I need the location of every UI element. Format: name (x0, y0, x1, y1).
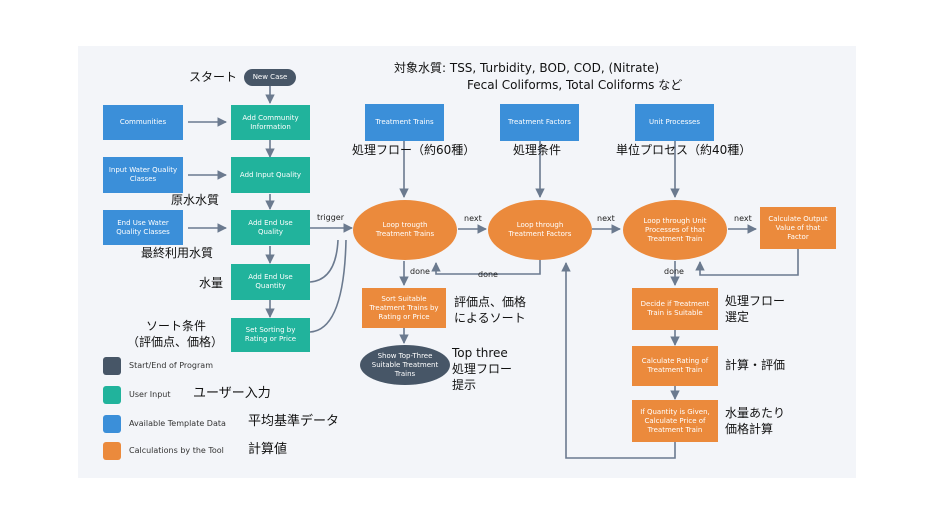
trigger-label: trigger (317, 213, 345, 222)
end-use-classes-node: End Use Water Quality Classes (103, 210, 183, 245)
done-label-3: done (664, 267, 684, 276)
decide-suitable-node: Decide if Treatment Train is Suitable (632, 288, 718, 330)
treatment-trains-node: Treatment Trains (365, 104, 444, 141)
edge-sorting-merge (309, 239, 347, 333)
legend-note-user-input: ユーザー入力 (193, 386, 271, 401)
input-water-classes-node: Input Water Quality Classes (103, 157, 183, 193)
communities-node: Communities (103, 105, 183, 140)
header-line-1: 対象水質: TSS, Turbidity, BOD, COD, (Nitrate… (394, 61, 660, 75)
note-sort-1: 評価点、価格 (454, 295, 527, 309)
show-top-three-node: Show Top-Three Suitable Treatment Trains (360, 345, 450, 385)
legend-swatch-start-end (103, 357, 121, 375)
calc-rating-node: Calculate Rating of Treatment Train (632, 346, 718, 386)
legend-swatch-tool-calc (103, 442, 121, 460)
done-label-1: done (410, 267, 430, 276)
legend-note-tool-calc: 計算値 (248, 442, 288, 457)
calc-price-node: If Quantity is Given, Calculate Price of… (632, 400, 718, 442)
edge-quantity-merge (309, 239, 339, 283)
note-quantity: 水量 (199, 276, 224, 290)
note-top-three-1: Top three (452, 346, 508, 360)
add-end-use-quantity-node: Add End Use Quantity (231, 264, 310, 300)
legend-note-template-data: 平均基準データ (248, 414, 340, 429)
edge-price-return (561, 262, 676, 459)
note-select-flow-1: 処理フロー (725, 294, 786, 308)
note-sort-condition-1: ソート条件 (146, 319, 207, 333)
note-top-three-2: 処理フロー (452, 362, 513, 376)
note-start: スタート (189, 70, 238, 84)
next-label-2: next (597, 214, 615, 223)
edge-done-factors (431, 259, 541, 275)
new-case-node: New Case (244, 69, 296, 86)
diagram-panel (78, 46, 856, 478)
legend-label-tool-calc: Calculations by the Tool (129, 446, 224, 455)
note-raw-water: 原水水質 (171, 193, 220, 207)
sort-trains-node: Sort Suitable Treatment Trains by Rating… (362, 288, 446, 328)
unit-processes-node: Unit Processes (635, 104, 714, 141)
edge-calc-return (695, 249, 799, 276)
note-select-flow-2: 選定 (725, 310, 750, 324)
legend-swatch-user-input (103, 386, 121, 404)
note-treatment-flow: 処理フロー（約60種） (352, 143, 476, 157)
note-calc-eval: 計算・評価 (725, 358, 786, 372)
legend-label-template-data: Available Template Data (129, 419, 226, 428)
add-input-quality-node: Add Input Quality (231, 157, 310, 193)
header-line-2: Fecal Coliforms, Total Coliforms など (467, 78, 683, 92)
note-unit-process: 単位プロセス（約40種） (616, 143, 752, 157)
loop-trains-node: Loop trougth Treatment Trains (353, 200, 457, 260)
legend-label-start-end: Start/End of Program (129, 361, 213, 370)
note-sort-2: によるソート (454, 311, 526, 325)
note-top-three-3: 提示 (452, 378, 477, 392)
done-label-2: done (478, 270, 498, 279)
note-treatment-cond: 処理条件 (513, 143, 562, 157)
note-price-calc-2: 価格計算 (725, 422, 774, 436)
legend-label-user-input: User Input (129, 390, 171, 399)
loop-factors-node: Loop through Treatment Factors (488, 200, 592, 260)
legend-swatch-template-data (103, 415, 121, 433)
calc-output-node: Calculate Output Value of that Factor (760, 207, 836, 249)
loop-units-node: Loop through Unit Processes of that Trea… (623, 200, 727, 260)
note-sort-condition-2: （評価点、価格） (127, 335, 224, 349)
next-label-1: next (464, 214, 482, 223)
add-end-use-quality-node: Add End Use Quality (231, 210, 310, 245)
add-community-node: Add Community Information (231, 105, 310, 140)
next-label-3: next (734, 214, 752, 223)
treatment-factors-node: Treatment Factors (500, 104, 579, 141)
set-sorting-node: Set Sorting by Rating or Price (231, 318, 310, 352)
note-end-use-quality: 最終利用水質 (141, 246, 214, 260)
note-price-calc-1: 水量あたり (725, 406, 786, 420)
